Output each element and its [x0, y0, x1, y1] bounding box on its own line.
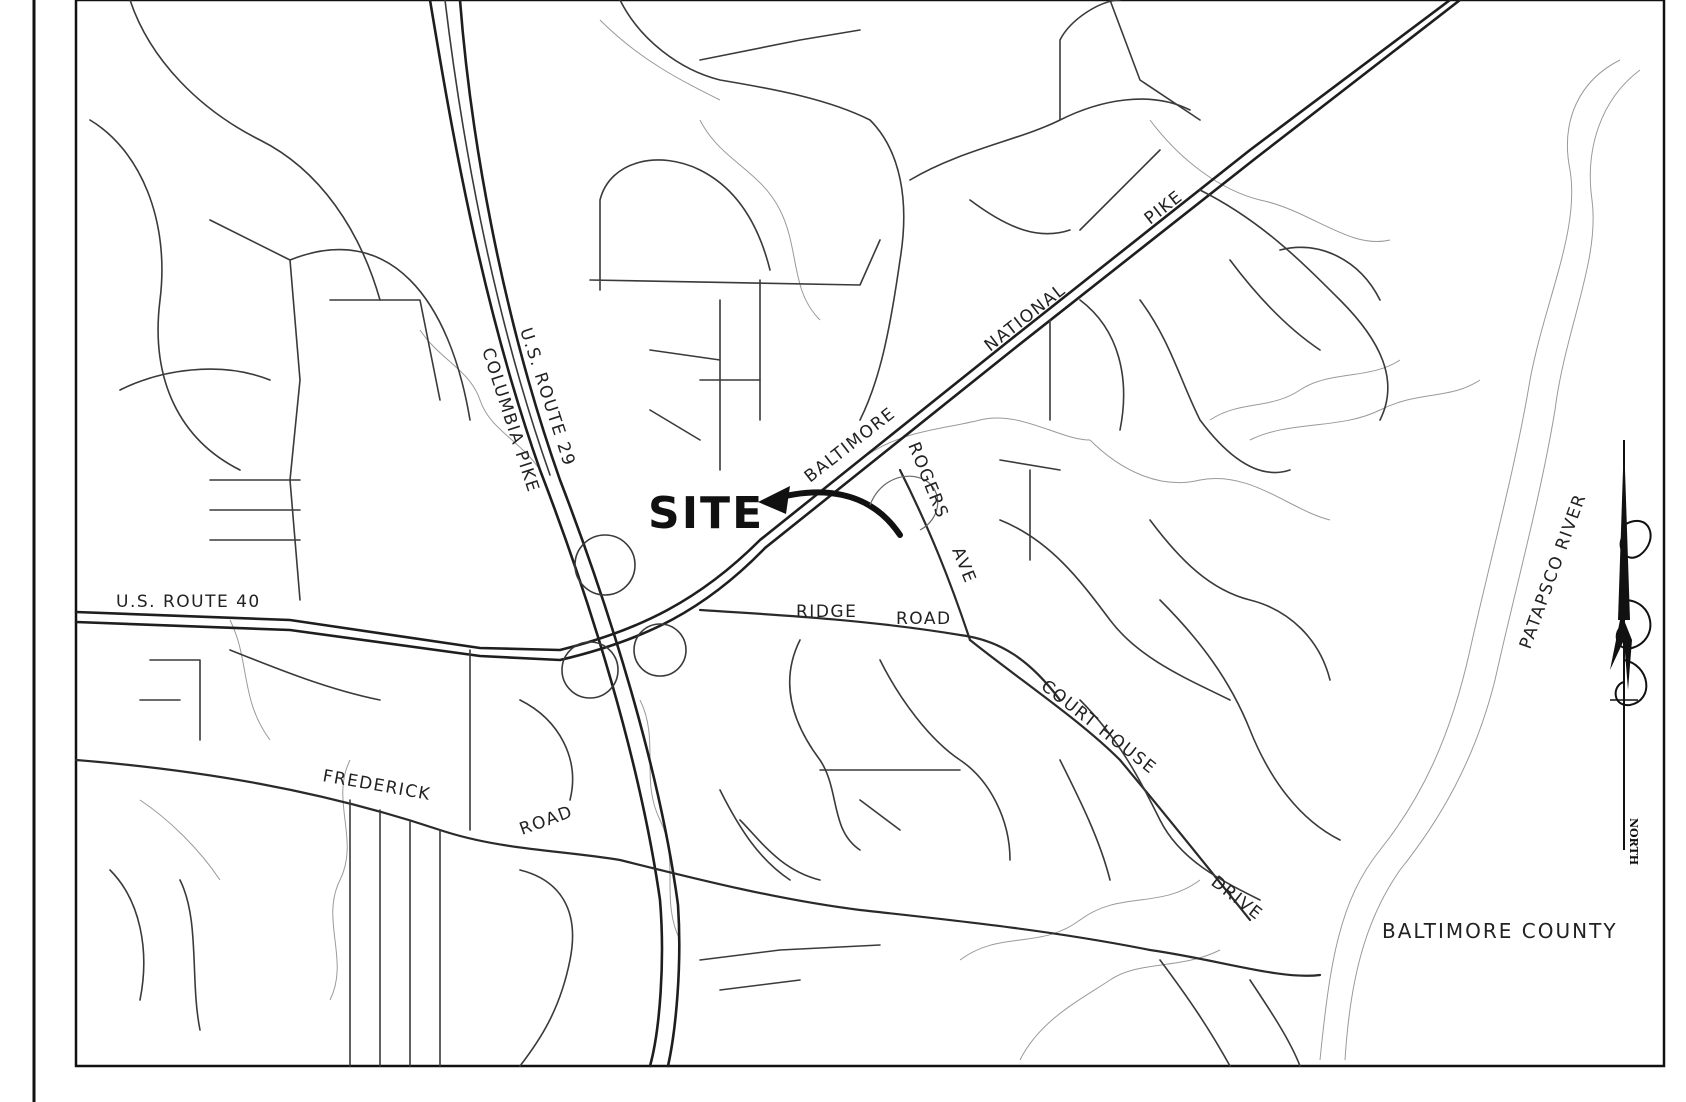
road-labels: U.S. ROUTE 29 COLUMBIA PIKE U.S. ROUTE 4…	[116, 187, 1591, 925]
highways	[74, 0, 1462, 1068]
site-label: SITE	[648, 488, 764, 539]
county-label: BALTIMORE COUNTY	[1382, 919, 1618, 943]
label-pike: PIKE	[1141, 187, 1187, 229]
label-ave: AVE	[947, 544, 980, 586]
north-arrow-icon	[1610, 440, 1652, 850]
local-streets	[89, 0, 1389, 1067]
label-us-route-40: U.S. ROUTE 40	[116, 592, 261, 612]
label-patapsco-river: PATAPSCO RIVER	[1516, 491, 1591, 652]
label-national: NATIONAL	[981, 280, 1070, 356]
label-rogers: ROGERS	[903, 439, 952, 521]
streams	[139, 19, 1641, 1061]
map-border	[74, 0, 1666, 1068]
north-label: NORTH	[1627, 818, 1640, 865]
label-ridge-road: ROAD	[896, 609, 952, 629]
label-ridge: RIDGE	[796, 602, 857, 622]
site-arrow	[758, 475, 939, 538]
label-frederick: FREDERICK	[321, 766, 432, 805]
label-court-house: COURT HOUSE	[1037, 676, 1160, 778]
label-frederick-road: ROAD	[517, 802, 576, 840]
